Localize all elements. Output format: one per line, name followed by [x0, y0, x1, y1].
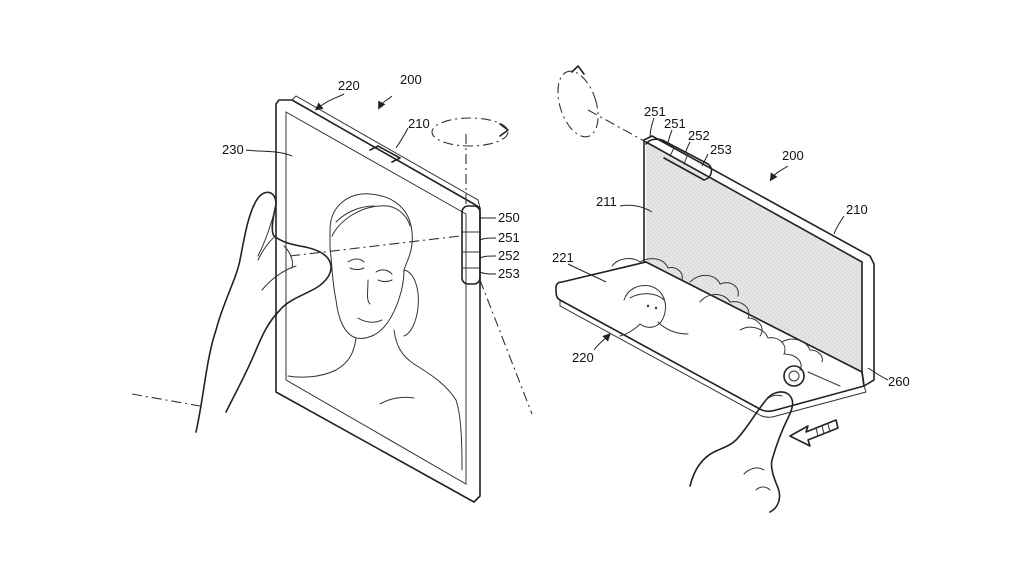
leader-221	[567, 263, 607, 283]
left-portrait	[287, 193, 463, 471]
label-253-right: 253	[710, 142, 732, 157]
leader-252-right	[685, 141, 691, 153]
right-hand	[689, 391, 794, 513]
label-200-right: 200	[782, 148, 804, 163]
leader-210-right	[833, 215, 845, 235]
label-250: 250	[498, 210, 520, 225]
right-upright-screen	[646, 142, 862, 372]
leader-253-right	[701, 153, 709, 167]
left-hinge	[461, 205, 481, 285]
label-251b: 251	[664, 116, 686, 131]
left-hand	[195, 191, 332, 433]
leader-230	[245, 149, 293, 157]
leader-253	[479, 271, 497, 275]
label-253-left: 253	[498, 266, 520, 281]
label-252-right: 252	[688, 128, 710, 143]
left-device-body	[275, 99, 481, 503]
label-210-left: 210	[408, 116, 430, 131]
left-rotation-arrow	[499, 123, 509, 137]
label-251-left: 251	[498, 230, 520, 245]
left-device: 220 200 210 230 250 251 252 253	[131, 72, 533, 503]
left-rotation-ellipse	[431, 117, 509, 147]
right-rotation-arrow	[571, 65, 585, 75]
leader-220	[314, 93, 345, 111]
left-extension-line	[131, 393, 201, 407]
leader-251a	[649, 117, 655, 139]
right-rotation-ellipse	[557, 70, 599, 138]
leader-251b	[667, 129, 673, 145]
leader-200-right	[769, 165, 789, 182]
leader-251	[479, 237, 497, 241]
label-251a: 251	[644, 104, 666, 119]
right-upright-left-edge	[643, 139, 647, 263]
left-sight-line	[289, 235, 461, 257]
label-200-left: 200	[400, 72, 422, 87]
left-axis-bottom	[479, 279, 533, 415]
label-220-right: 220	[572, 350, 594, 365]
leader-260	[867, 367, 889, 381]
right-fingerprint-sensor	[783, 365, 805, 387]
right-base-thickness	[559, 299, 867, 418]
right-device: 251 251 252 253 200 210 211 221 220 260	[552, 65, 910, 513]
leader-200-left	[378, 95, 393, 110]
left-device-fold-seam	[369, 145, 401, 163]
right-hinge	[645, 138, 713, 181]
right-hinge-seg-1	[669, 147, 675, 157]
label-260: 260	[888, 374, 910, 389]
right-upright-frame	[643, 135, 875, 387]
label-220: 220	[338, 78, 360, 93]
label-252-left: 252	[498, 248, 520, 263]
leader-220-right	[593, 333, 611, 351]
label-230: 230	[222, 142, 244, 157]
right-base-panel	[555, 261, 865, 413]
right-axis-line	[587, 109, 647, 143]
leader-252	[479, 255, 497, 259]
label-210-right: 210	[846, 202, 868, 217]
right-slide-arrow	[789, 419, 839, 447]
leader-210-left	[395, 127, 409, 149]
leader-211	[619, 204, 653, 213]
right-fingerprint-inner	[788, 370, 800, 382]
right-hinge-seg-2	[683, 153, 689, 165]
left-device-top-edge	[291, 95, 481, 209]
left-device-screen	[285, 111, 467, 485]
label-211: 211	[596, 194, 617, 209]
label-221: 221	[552, 250, 574, 265]
right-base-scenery	[611, 258, 823, 371]
right-sensor-slot	[807, 371, 841, 387]
